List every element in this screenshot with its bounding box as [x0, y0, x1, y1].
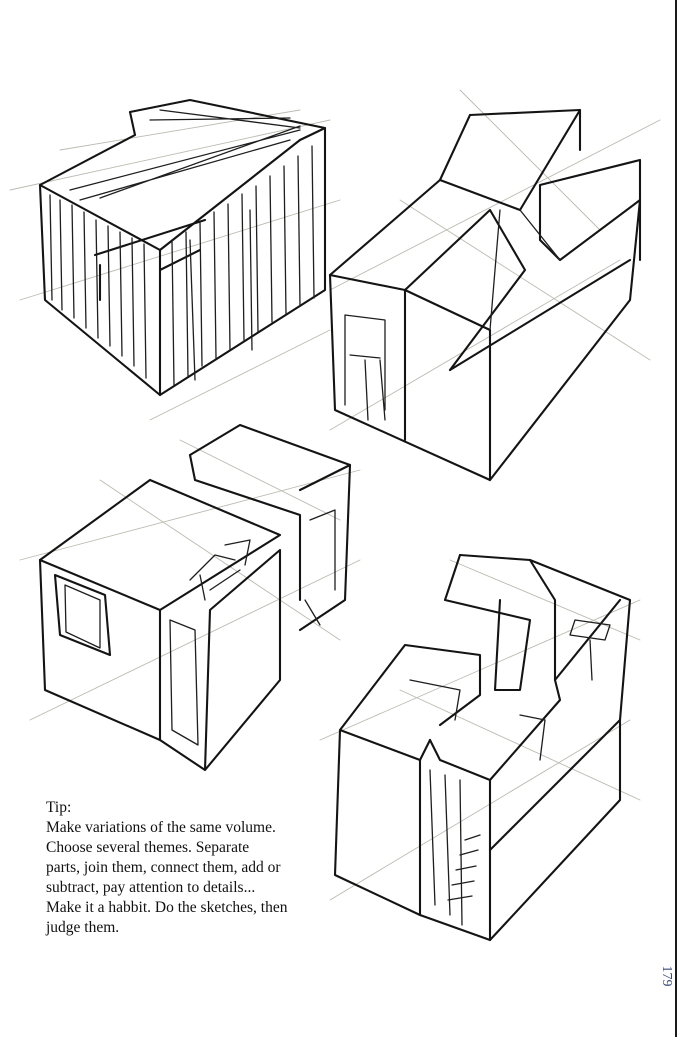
tip-text-block: Tip: Make variations of the same volume.…: [46, 798, 326, 938]
sketch-box-with-window: [19, 423, 361, 772]
page-edge: [675, 0, 683, 1037]
page-number: 179: [659, 965, 674, 987]
tip-line: subtract, pay attention to details...: [46, 879, 256, 896]
tip-line: Make variations of the same volume.: [46, 819, 276, 836]
tip-line: Choose several themes. Separate: [46, 839, 250, 856]
tip-line: Make it a habbit. Do the sketches, then: [46, 899, 288, 916]
tip-heading: Tip:: [46, 799, 72, 816]
tip-line: judge them.: [46, 919, 120, 936]
tip-line: parts, join them, connect them, add or: [46, 859, 281, 876]
sketch-cladded-shed: [9, 98, 341, 421]
sketch-gabled-house: [328, 89, 661, 482]
sketch-stepped-volume: [319, 553, 641, 942]
